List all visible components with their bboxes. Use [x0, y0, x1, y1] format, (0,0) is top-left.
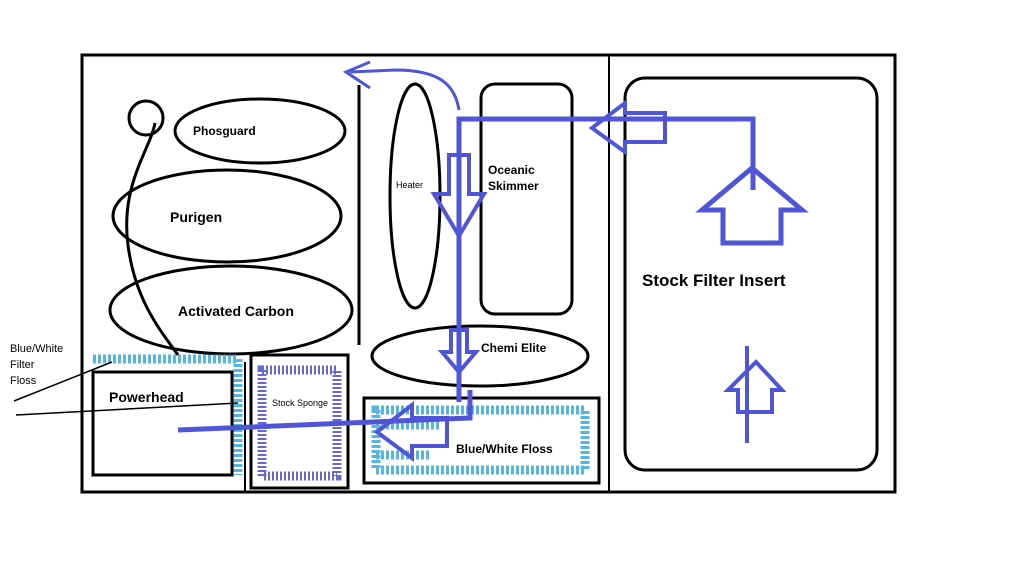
- side-note-pointer-upper: [13, 361, 113, 402]
- chemi-elite-bag: [370, 324, 590, 388]
- skimmer-label-line1: Oceanic: [488, 163, 535, 177]
- heater: [388, 82, 442, 310]
- flow-arrow-up-large: [695, 164, 809, 246]
- phosguard-bag: [173, 97, 347, 165]
- activated-carbon-label: Activated Carbon: [178, 303, 294, 319]
- blue-white-floss-label: Blue/White Floss: [456, 442, 553, 456]
- flow-arrow-up-small: [723, 359, 787, 414]
- blue-white-floss-box: [362, 396, 601, 485]
- phosguard-label: Phosguard: [193, 124, 256, 138]
- stock-filter-insert-label: Stock Filter Insert: [642, 271, 786, 290]
- flow-arrow-down-chemi: [437, 328, 481, 376]
- powerhead-label: Powerhead: [109, 389, 184, 405]
- skimmer-label-line2: Skimmer: [488, 179, 539, 193]
- stock-sponge-label: Stock Sponge: [272, 398, 328, 408]
- return-nozzle: [127, 99, 165, 137]
- flow-arrow-left-top: [588, 98, 667, 156]
- flow-arrow-left-bottom: [373, 400, 449, 462]
- flow-line-top: [456, 116, 756, 402]
- return-tubing: [125, 122, 180, 356]
- flow-overflow-curve: [349, 68, 461, 111]
- flow-overflow-arrowhead: [342, 60, 371, 90]
- flow-arrow-down-middle: [430, 153, 488, 240]
- chemi-elite-label: Chemi Elite: [481, 341, 547, 355]
- powerhead-floss-band: [93, 354, 243, 475]
- side-note-line2: Filter: [10, 359, 35, 371]
- side-note-line3: Floss: [10, 375, 37, 387]
- side-note-line1: Blue/White: [10, 343, 63, 355]
- activated-carbon-bag: [108, 264, 354, 356]
- purigen-label: Purigen: [170, 209, 222, 225]
- side-note-pointer-lower: [15, 402, 239, 416]
- stock-filter-insert: [623, 76, 879, 472]
- heater-label: Heater: [396, 180, 423, 190]
- tank-outline: [80, 53, 897, 494]
- powerhead: [91, 370, 234, 477]
- purigen-bag: [111, 168, 343, 264]
- flow-line-bottom: [177, 390, 473, 433]
